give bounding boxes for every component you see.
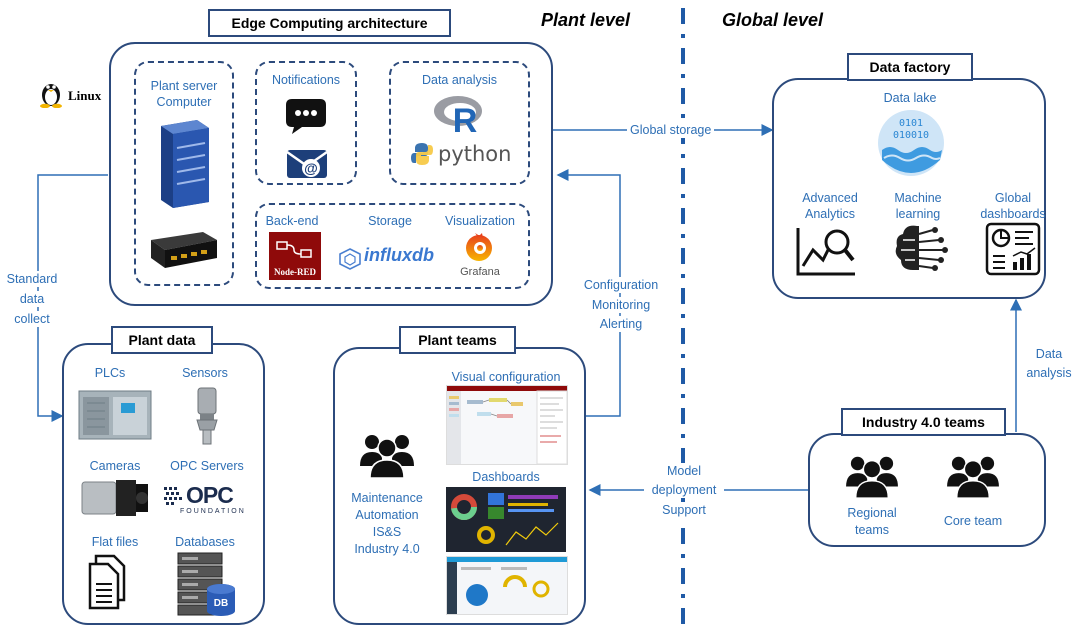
role-maintenance: Maintenance bbox=[351, 491, 423, 505]
global-storage-label: Global storage bbox=[627, 122, 715, 138]
opc-foundation-logo: OPC FOUNDATION bbox=[162, 482, 250, 517]
standard-label-2: data bbox=[2, 291, 62, 307]
core-team-icon bbox=[945, 452, 1001, 500]
svg-text:0101: 0101 bbox=[899, 118, 923, 129]
node-red-icon: Node-RED bbox=[269, 232, 321, 280]
grafana-dashboard-screenshot bbox=[446, 487, 566, 552]
storage-label: Storage bbox=[368, 214, 412, 228]
config-label-1: Configuration bbox=[574, 277, 668, 293]
databases-label: Databases bbox=[175, 535, 235, 549]
industrial-camera-icon bbox=[80, 476, 150, 520]
global-dashboards-label-1: Global bbox=[994, 191, 1032, 205]
backend-label: Back-end bbox=[265, 214, 319, 228]
document-file-icon bbox=[88, 554, 132, 610]
edge-computing-title: Edge Computing architecture bbox=[208, 9, 451, 37]
plant-level-title: Plant level bbox=[541, 10, 631, 30]
data-analysis-conn-2: analysis bbox=[1022, 365, 1076, 381]
pressure-sensor-icon bbox=[192, 386, 222, 446]
global-dashboards-label-2: dashboards bbox=[980, 207, 1046, 221]
svg-text:@: @ bbox=[304, 160, 318, 176]
influxdb-logo-icon bbox=[338, 248, 362, 270]
opc-servers-label: OPC Servers bbox=[170, 459, 244, 473]
svg-text:DB: DB bbox=[214, 598, 228, 609]
config-line bbox=[556, 169, 621, 417]
regional-team-icon bbox=[844, 452, 900, 500]
web-dashboard-screenshot bbox=[446, 556, 568, 615]
sensors-label: Sensors bbox=[182, 366, 228, 380]
core-team-label: Core team bbox=[943, 514, 1003, 528]
data-analysis-group bbox=[389, 61, 530, 185]
data-lake-label: Data lake bbox=[883, 91, 937, 105]
plant-server-group bbox=[134, 61, 234, 286]
global-level-title: Global level bbox=[722, 10, 824, 30]
linux-penguin-icon bbox=[36, 78, 66, 109]
data-factory-title: Data factory bbox=[847, 53, 973, 81]
dashboards-label: Dashboards bbox=[472, 470, 540, 484]
notifications-label: Notifications bbox=[271, 73, 341, 87]
model-label-2: deployment bbox=[644, 482, 724, 498]
data-analysis-conn-1: Data bbox=[1022, 346, 1076, 362]
standard-label-3: collect bbox=[2, 311, 62, 327]
notifications-group bbox=[255, 61, 357, 185]
cameras-label: Cameras bbox=[89, 459, 141, 473]
visualization-label: Visualization bbox=[445, 214, 515, 228]
visual-config-label: Visual configuration bbox=[451, 370, 561, 384]
plant-data-title: Plant data bbox=[111, 326, 213, 354]
config-label-3: Alerting bbox=[574, 316, 668, 332]
brain-network-icon bbox=[893, 222, 951, 274]
svg-text:R: R bbox=[453, 102, 478, 135]
plant-teams-title: Plant teams bbox=[399, 326, 516, 354]
analytics-magnifier-icon bbox=[795, 226, 857, 278]
influxdb-label: influxdb bbox=[364, 245, 434, 265]
server-tower-icon bbox=[153, 118, 213, 208]
industrial-pc-icon bbox=[147, 226, 221, 272]
machine-learning-label-1: Machine bbox=[894, 191, 942, 205]
backend-storage-group bbox=[255, 203, 530, 289]
role-industry: Industry 4.0 bbox=[354, 542, 420, 556]
standard-label-1: Standard bbox=[2, 271, 62, 287]
regional-teams-label-2: teams bbox=[854, 523, 890, 537]
r-language-icon: R bbox=[432, 93, 488, 140]
data-analysis-label: Data analysis bbox=[421, 73, 498, 87]
config-label-2: Monitoring bbox=[574, 297, 668, 313]
model-label-3: Support bbox=[644, 502, 724, 518]
grafana-logo-icon bbox=[463, 230, 495, 264]
role-iss: IS&S bbox=[372, 525, 402, 539]
flat-files-label: Flat files bbox=[91, 535, 139, 549]
chat-bubble-icon bbox=[284, 97, 328, 135]
plc-device-icon bbox=[77, 387, 153, 443]
email-icon: @ bbox=[285, 144, 329, 180]
role-automation: Automation bbox=[355, 508, 419, 522]
python-logo-icon bbox=[410, 142, 434, 166]
regional-teams-label-1: Regional bbox=[847, 506, 897, 520]
plant-server-label-2: Computer bbox=[156, 95, 212, 109]
python-label: python bbox=[438, 142, 512, 166]
machine-learning-label-2: learning bbox=[895, 207, 941, 221]
database-server-icon: DB bbox=[176, 551, 238, 617]
dashboard-monitor-icon bbox=[985, 222, 1041, 276]
industry-teams-box bbox=[808, 433, 1046, 547]
svg-text:010010: 010010 bbox=[893, 130, 929, 141]
plcs-label: PLCs bbox=[94, 366, 126, 380]
linux-label: Linux bbox=[68, 88, 102, 103]
node-red-screenshot bbox=[446, 385, 568, 465]
plant-server-label: Plant server bbox=[150, 79, 218, 93]
model-label-1: Model bbox=[644, 463, 724, 479]
data-lake-icon: 0101 010010 bbox=[876, 108, 946, 178]
advanced-analytics-label-1: Advanced bbox=[802, 191, 858, 205]
grafana-label: Grafana bbox=[460, 266, 500, 278]
advanced-analytics-label-2: Analytics bbox=[804, 207, 856, 221]
team-people-icon bbox=[358, 430, 416, 480]
industry-teams-title: Industry 4.0 teams bbox=[841, 408, 1006, 436]
